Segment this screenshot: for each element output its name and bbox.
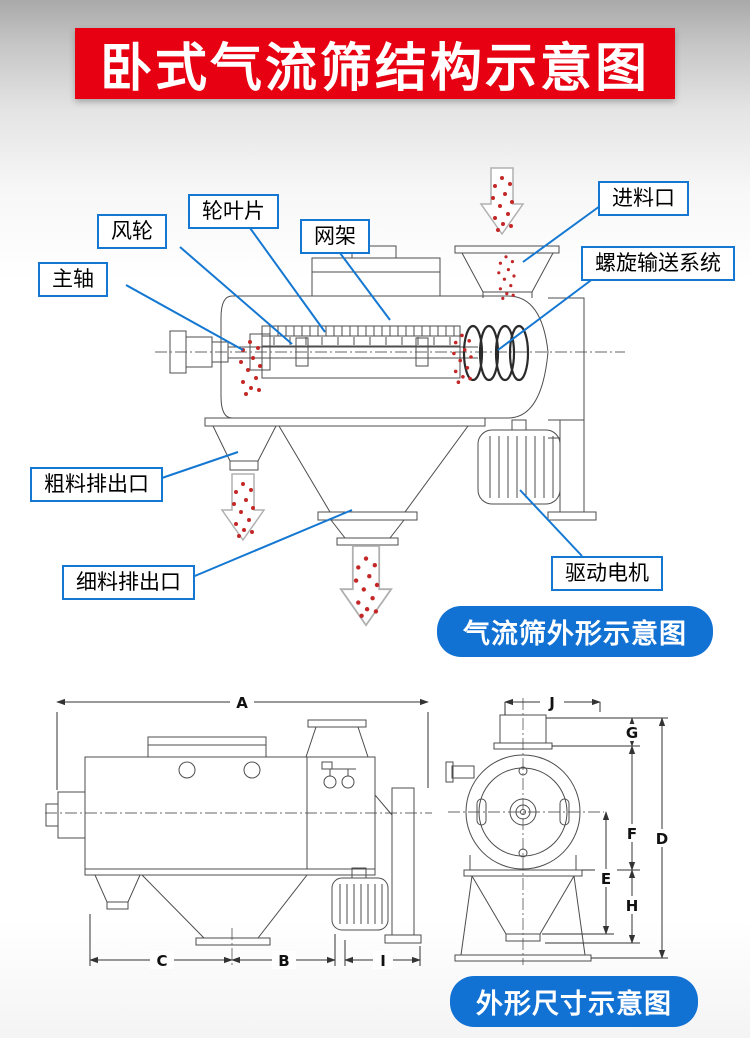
callout-drive-motor: 驱动电机 bbox=[551, 556, 663, 592]
callout-wind-wheel: 风轮 bbox=[97, 214, 167, 250]
callout-wheel-blade: 轮叶片 bbox=[188, 194, 279, 230]
coarse-discharge-hopper bbox=[212, 425, 277, 471]
callout-feed-inlet: 进料口 bbox=[598, 181, 689, 217]
caption-size-schematic: 外形尺寸示意图 bbox=[450, 976, 698, 1027]
page-title: 卧式气流筛结构示意图 bbox=[75, 28, 675, 99]
side-view-drawing: A C B I bbox=[45, 693, 432, 970]
fine-discharge-hopper bbox=[278, 425, 469, 546]
feed-inlet-funnel bbox=[454, 245, 560, 298]
screen-cylinder bbox=[228, 325, 478, 379]
callout-main-shaft: 主轴 bbox=[38, 262, 108, 298]
dim-letter-B: B bbox=[278, 952, 289, 970]
main-shaft-left-end bbox=[169, 330, 229, 374]
callout-mesh-frame: 网架 bbox=[300, 219, 370, 255]
machine-structure-drawing bbox=[125, 167, 625, 627]
leader-lines bbox=[125, 205, 601, 579]
callout-coarse-outlet: 粗料排出口 bbox=[30, 467, 163, 503]
bottom-flange bbox=[204, 417, 486, 427]
dim-letter-A: A bbox=[236, 694, 248, 712]
dim-letter-J: J bbox=[548, 694, 555, 712]
dim-letter-C: C bbox=[156, 952, 167, 970]
dim-letter-F: F bbox=[627, 825, 637, 843]
right-housing-frame bbox=[547, 297, 597, 521]
front-view-drawing: J G F H E D bbox=[445, 693, 673, 965]
dim-letter-D: D bbox=[656, 830, 668, 848]
dim-letter-I: I bbox=[380, 952, 386, 970]
dim-letter-E: E bbox=[601, 870, 611, 888]
screw-conveyor-spiral bbox=[462, 324, 530, 382]
drive-motor bbox=[477, 419, 561, 505]
dim-letter-H: H bbox=[626, 897, 639, 915]
callout-fine-outlet: 细料排出口 bbox=[62, 565, 195, 601]
casing-outline bbox=[220, 295, 549, 419]
caption-outline-schematic: 气流筛外形示意图 bbox=[437, 606, 713, 657]
dim-letter-G: G bbox=[626, 724, 638, 742]
callout-screw-conveyor: 螺旋输送系统 bbox=[581, 246, 735, 282]
